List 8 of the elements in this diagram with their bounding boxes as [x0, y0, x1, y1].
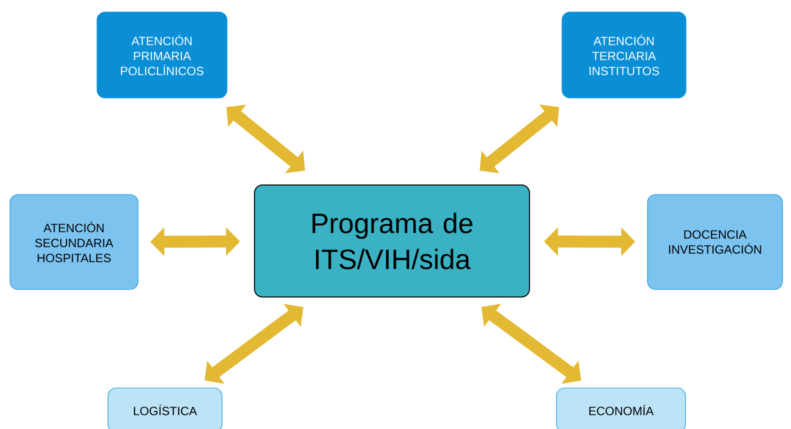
- service-box: LOGÍSTICA: [108, 388, 222, 429]
- service-box: ATENCIÓN TERCIARIA INSTITUTOS: [562, 12, 686, 98]
- service-box: ATENCIÓN PRIMARIA POLICLÍNICOS: [96, 12, 228, 98]
- service-box: DOCENCIA INVESTIGACIÓN: [647, 194, 783, 290]
- program-box: Programa de ITS/VIH/sida: [254, 184, 530, 298]
- service-box: ATENCIÓN SECUNDARIA HOSPITALES: [10, 194, 138, 290]
- service-box: ECONOMÍA: [556, 388, 686, 429]
- double-arrow: [204, 304, 304, 384]
